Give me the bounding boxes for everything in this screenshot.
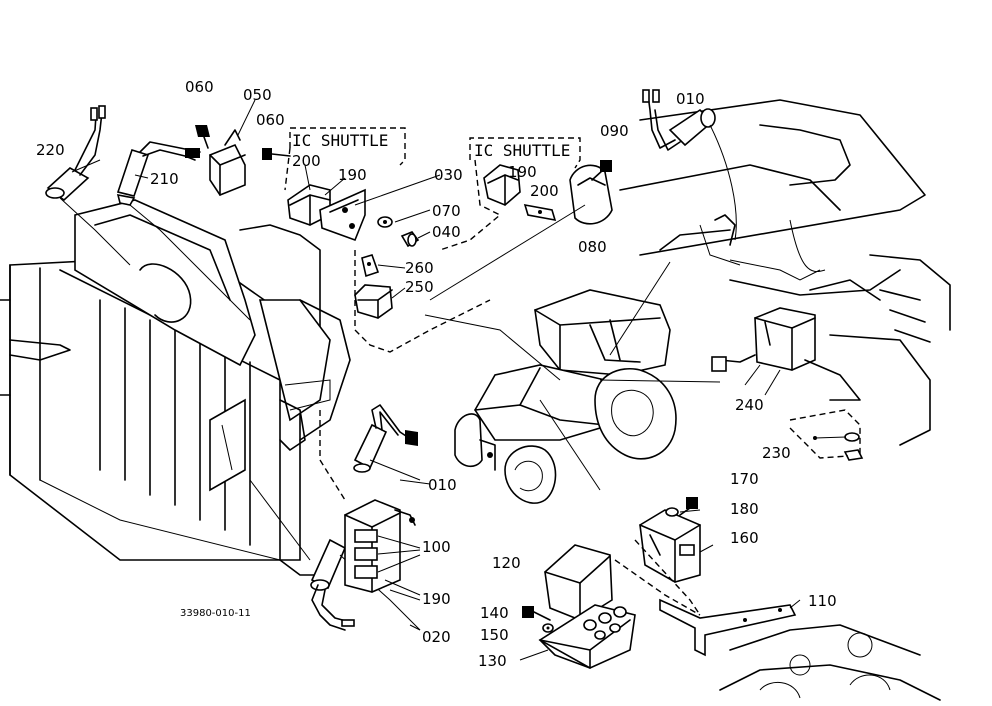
label-220: 220 (36, 141, 65, 159)
tractor (454, 289, 677, 504)
cover-120 (544, 544, 613, 621)
label-140: 140 (480, 604, 509, 622)
fan-shroud (74, 199, 351, 451)
label-090: 090 (600, 122, 629, 140)
relay-050 (209, 129, 246, 196)
relay-250 (354, 284, 393, 319)
relay-block-100 (344, 499, 421, 596)
label-leaders (71, 99, 801, 661)
label-230: 230 (762, 444, 791, 462)
buzzer-080 (569, 164, 613, 225)
label-210: 210 (150, 170, 179, 188)
label-120: 120 (492, 554, 521, 572)
label-010b: 010 (428, 476, 457, 494)
sensor-210 (116, 141, 251, 321)
dashed-guide-250 (354, 250, 491, 353)
junction-box-240 (711, 307, 861, 401)
screw-170 (679, 497, 698, 516)
washer-150 (542, 623, 554, 633)
label-110: 110 (808, 592, 837, 610)
label-160: 160 (730, 529, 759, 547)
ic-shuttle-box-left (284, 127, 406, 191)
label-200a: 200 (292, 152, 321, 170)
label-170: 170 (730, 470, 759, 488)
ic-shuttle-box-right (439, 137, 581, 251)
label-040: 040 (432, 223, 461, 241)
label-190b: 190 (508, 163, 537, 181)
screw-060a (195, 125, 210, 149)
label-020: 020 (422, 628, 451, 646)
label-200b: 200 (530, 182, 559, 200)
clip-200-right (523, 203, 557, 222)
screw-090 (591, 160, 612, 181)
label-240: 240 (735, 396, 764, 414)
label-180: 180 (730, 500, 759, 518)
nut-070 (377, 216, 393, 228)
figure-code: 33980-010-11 (180, 608, 251, 619)
callout-labels: 060 050 060 220 210 200 190 030 070 040 … (36, 78, 837, 670)
nut-040 (400, 231, 420, 248)
mount-strap (284, 379, 331, 411)
floor-frame (619, 99, 951, 446)
label-190c: 190 (422, 590, 451, 608)
engine-outline (719, 624, 941, 701)
bracket-110 (614, 559, 797, 657)
label-150: 150 (480, 626, 509, 644)
screw-060b (262, 148, 291, 160)
bolt-230 (789, 409, 864, 461)
label-030: 030 (434, 166, 463, 184)
label-190a: 190 (338, 166, 367, 184)
label-250: 250 (405, 278, 434, 296)
relay-190-right (483, 164, 521, 206)
label-070: 070 (432, 202, 461, 220)
label-010a: 010 (676, 90, 705, 108)
ic-shuttle-left-title: IC SHUTTLE (292, 131, 388, 150)
fuse-box-130 (538, 604, 636, 669)
switch-220 (45, 105, 131, 266)
label-050: 050 (243, 86, 272, 104)
label-260: 260 (405, 259, 434, 277)
label-060b: 060 (256, 111, 285, 129)
clip-260 (361, 254, 380, 278)
label-080: 080 (578, 238, 607, 256)
label-100: 100 (422, 538, 451, 556)
switch-010-lower (353, 404, 421, 481)
relay-160 (634, 509, 701, 616)
leader-lines (424, 204, 721, 491)
screw-140 (522, 606, 551, 621)
label-130: 130 (478, 652, 507, 670)
washer-180 (665, 507, 679, 517)
switch-010-top (642, 89, 737, 241)
relay-bracket-030 (287, 174, 441, 242)
label-060a: 060 (185, 78, 214, 96)
dashed-guide-100 (319, 410, 346, 501)
ic-shuttle-right-title: IC SHUTTLE (474, 141, 570, 160)
